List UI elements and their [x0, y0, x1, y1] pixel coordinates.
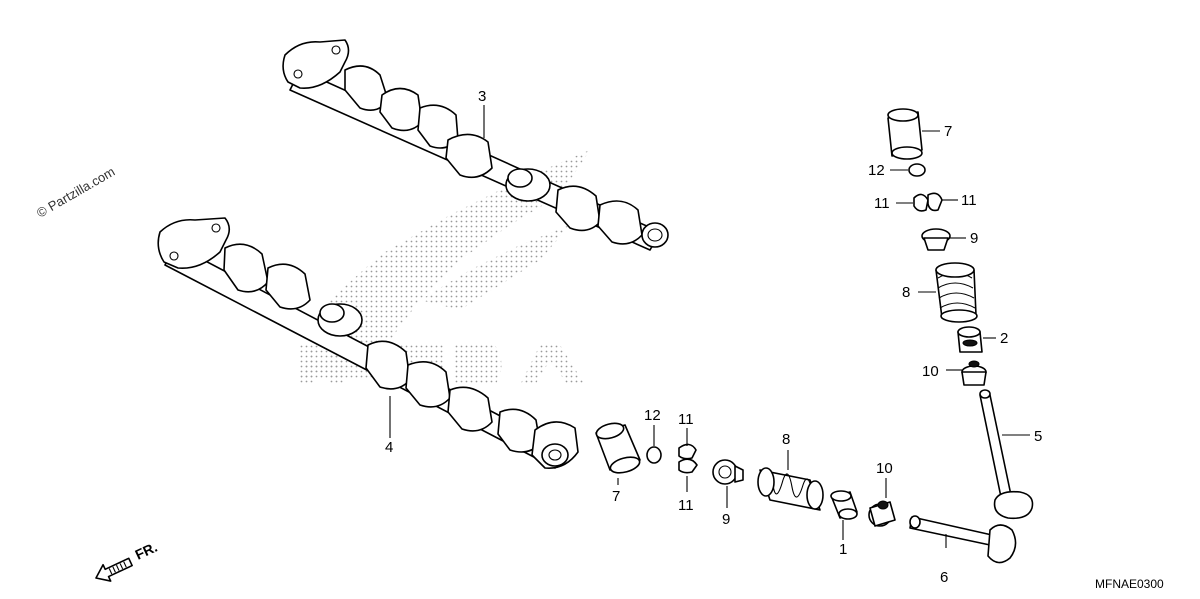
callout-7-lower: 7 — [612, 488, 620, 505]
callout-9-upper: 9 — [970, 230, 978, 247]
callout-8-upper: 8 — [902, 284, 910, 301]
callout-labels: 3 4 7 12 11 11 9 8 2 10 5 7 12 11 11 9 8… — [385, 88, 1042, 586]
valve-upper — [979, 389, 1034, 520]
camshaft-lower — [157, 217, 579, 469]
callout-5: 5 — [1034, 428, 1042, 445]
callout-8-lower: 8 — [782, 431, 790, 448]
tappet-lower — [595, 422, 641, 474]
callout-7-upper: 7 — [944, 123, 952, 140]
valve-cotters-lower — [678, 443, 698, 474]
valve-spring-lower — [757, 467, 824, 511]
valve-lower — [909, 515, 1017, 564]
front-direction-arrow — [95, 557, 133, 582]
stem-seal-upper — [957, 326, 983, 353]
callout-6: 6 — [940, 569, 948, 586]
callout-12-upper: 12 — [868, 162, 885, 179]
spring-seat-lower — [868, 500, 896, 527]
camshaft-upper — [282, 39, 669, 251]
callout-11-upper-left: 11 — [874, 195, 890, 212]
shim-upper — [908, 163, 926, 177]
valve-spring-upper — [935, 262, 978, 323]
valve-cotters-upper — [913, 192, 943, 212]
callout-3: 3 — [478, 88, 486, 105]
shim-lower — [646, 446, 662, 464]
spring-retainer-upper — [921, 228, 951, 251]
drawing-code: MFNAE0300 — [1095, 577, 1164, 591]
callout-4: 4 — [385, 439, 393, 456]
stem-seal-lower — [830, 490, 858, 520]
callout-9-lower: 9 — [722, 511, 730, 528]
callout-11-upper-right: 11 — [961, 192, 977, 209]
callout-1: 1 — [839, 541, 847, 558]
callout-11-lower-top: 11 — [678, 411, 694, 428]
callout-11-lower-bottom: 11 — [678, 497, 694, 514]
callout-12-lower: 12 — [644, 407, 661, 424]
callout-10-upper: 10 — [922, 363, 939, 380]
callout-2: 2 — [1000, 330, 1008, 347]
spring-seat-upper — [961, 360, 987, 386]
spring-retainer-lower — [712, 459, 744, 485]
front-direction-label: FR. — [133, 539, 160, 563]
tappet-upper — [887, 108, 923, 160]
leader-lines — [389, 105, 1030, 548]
watermark-text: © Partzilla.com — [34, 164, 117, 221]
callout-10-lower: 10 — [876, 460, 893, 477]
